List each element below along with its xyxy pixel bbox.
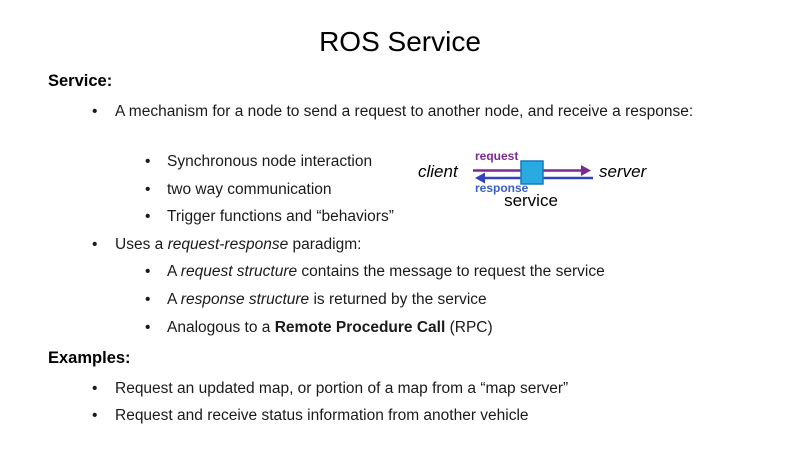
bullet-item: • Analogous to a Remote Procedure Call (… — [145, 316, 493, 340]
service-node-box — [520, 160, 544, 185]
bullet-text: Uses a request-response paradigm: — [115, 236, 362, 253]
bullet-text: Request an updated map, or portion of a … — [115, 380, 569, 397]
bullet-icon: • — [92, 407, 98, 424]
bullet-text: Analogous to a Remote Procedure Call (RP… — [167, 319, 493, 336]
bullet-icon: • — [145, 181, 151, 198]
bullet-icon: • — [92, 103, 98, 120]
bullet-icon: • — [92, 236, 98, 253]
bullet-item: • A request structure contains the messa… — [145, 260, 605, 284]
bullet-icon: • — [145, 319, 151, 336]
bullet-text: Trigger functions and “behaviors” — [167, 208, 394, 225]
bullet-text: A request structure contains the message… — [167, 263, 605, 280]
bullet-icon: • — [145, 208, 151, 225]
client-label: client — [418, 162, 458, 181]
bullet-item: • Synchronous node interaction — [145, 150, 372, 174]
bullet-icon: • — [92, 380, 98, 397]
bullet-text: A response structure is returned by the … — [167, 291, 487, 308]
service-diagram: client server request response service — [413, 148, 663, 220]
bullet-text: A mechanism for a node to send a request… — [115, 103, 694, 120]
bullet-icon: • — [145, 153, 151, 170]
response-label: response — [475, 181, 529, 195]
request-label: request — [475, 149, 519, 163]
bullet-item: • Trigger functions and “behaviors” — [145, 205, 394, 229]
bullet-item: • Request an updated map, or portion of … — [92, 377, 568, 401]
service-diagram-graphic — [473, 160, 593, 185]
examples-heading: Examples: — [48, 349, 131, 367]
bullet-text: two way communication — [167, 181, 332, 198]
bullet-text: Request and receive status information f… — [115, 407, 529, 424]
service-label: service — [504, 191, 558, 210]
bullet-item: • Uses a request-response paradigm: — [92, 233, 361, 257]
bullet-icon: • — [145, 291, 151, 308]
slide-title: ROS Service — [319, 26, 481, 57]
bullet-item: • Request and receive status information… — [92, 404, 529, 428]
bullet-text: Synchronous node interaction — [167, 153, 373, 170]
service-heading: Service: — [48, 72, 113, 90]
bullet-item: • A response structure is returned by th… — [145, 288, 487, 312]
bullet-item: • A mechanism for a node to send a reque… — [92, 100, 695, 124]
bullet-icon: • — [145, 263, 151, 280]
bullet-item: • two way communication — [145, 178, 332, 202]
server-label: server — [599, 162, 647, 181]
